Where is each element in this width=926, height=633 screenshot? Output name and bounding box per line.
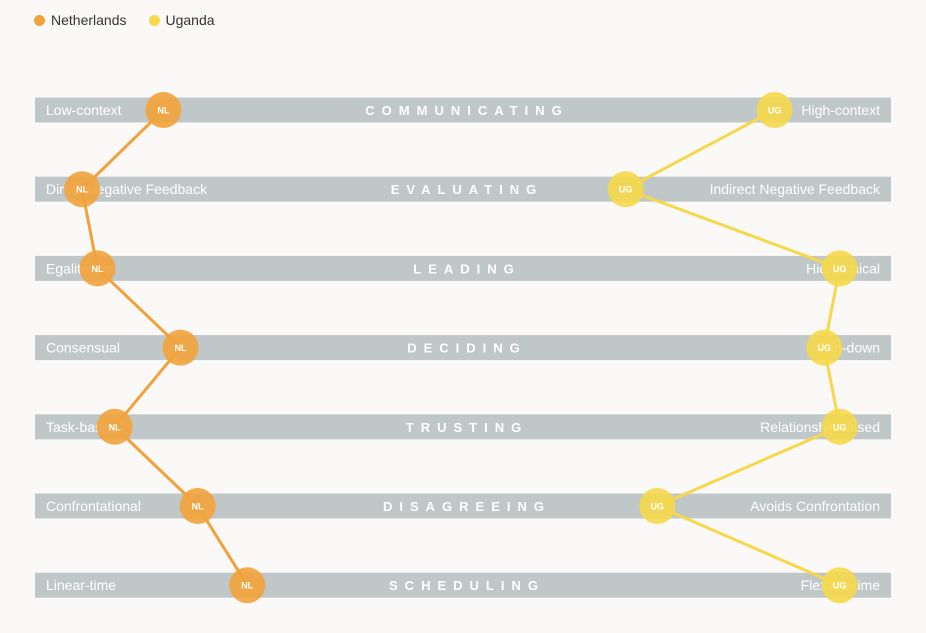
marker-label-uganda-deciding: UG xyxy=(817,343,831,353)
dimension-title-evaluating: EVALUATING xyxy=(391,182,544,197)
marker-uganda-scheduling[interactable] xyxy=(821,567,858,604)
marker-netherlands-scheduling[interactable] xyxy=(229,567,266,604)
marker-uganda-communicating[interactable] xyxy=(756,92,793,128)
legend-swatch-netherlands xyxy=(34,14,45,26)
dimension-title-disagreeing: DISAGREEING xyxy=(383,499,551,514)
marker-label-netherlands-leading: NL xyxy=(91,264,103,274)
left-pole-label-deciding: Consensual xyxy=(46,340,120,356)
scale-bar-disagreeing xyxy=(35,493,891,519)
marker-label-netherlands-disagreeing: NL xyxy=(192,502,204,512)
scale-bar-leading xyxy=(35,255,891,281)
marker-netherlands-leading[interactable] xyxy=(79,250,116,287)
marker-uganda-leading[interactable] xyxy=(821,250,858,287)
marker-label-netherlands-scheduling: NL xyxy=(241,581,253,591)
scale-bar-scheduling xyxy=(35,572,891,598)
marker-label-uganda-scheduling: UG xyxy=(833,581,847,591)
legend-item-uganda[interactable]: Uganda xyxy=(148,12,215,28)
right-pole-label-evaluating: Indirect Negative Feedback xyxy=(710,181,881,197)
dimension-title-deciding: DECIDING xyxy=(407,341,527,356)
scale-bar-trusting xyxy=(35,414,891,440)
marker-label-uganda-disagreeing: UG xyxy=(651,502,665,512)
marker-netherlands-trusting[interactable] xyxy=(96,408,133,445)
marker-uganda-deciding[interactable] xyxy=(806,329,843,366)
marker-label-uganda-evaluating: UG xyxy=(619,185,633,195)
marker-label-netherlands-communicating: NL xyxy=(157,106,169,116)
legend-label-uganda: Uganda xyxy=(165,12,215,28)
right-pole-label-disagreeing: Avoids Confrontation xyxy=(750,498,880,514)
marker-netherlands-deciding[interactable] xyxy=(162,329,199,366)
marker-label-netherlands-evaluating: NL xyxy=(76,185,88,195)
dimension-title-trusting: TRUSTING xyxy=(406,420,528,435)
right-pole-label-communicating: High-context xyxy=(801,102,880,118)
left-pole-label-communicating: Low-context xyxy=(46,102,122,118)
legend: Netherlands Uganda xyxy=(34,12,215,28)
left-pole-label-disagreeing: Confrontational xyxy=(46,498,141,514)
scale-bar-evaluating xyxy=(35,176,891,202)
marker-uganda-disagreeing[interactable] xyxy=(639,488,676,524)
marker-netherlands-evaluating[interactable] xyxy=(64,171,101,208)
marker-label-uganda-trusting: UG xyxy=(833,422,847,432)
marker-label-netherlands-trusting: NL xyxy=(109,422,121,432)
dimension-title-leading: LEADING xyxy=(413,261,521,276)
marker-uganda-evaluating[interactable] xyxy=(607,171,644,208)
marker-netherlands-communicating[interactable] xyxy=(145,92,182,128)
marker-label-uganda-leading: UG xyxy=(833,264,847,274)
left-pole-label-scheduling: Linear-time xyxy=(46,577,116,593)
right-pole-label-trusting: Relationship-based xyxy=(760,419,880,435)
legend-label-netherlands: Netherlands xyxy=(51,12,127,28)
marker-label-netherlands-deciding: NL xyxy=(175,343,187,353)
marker-label-uganda-communicating: UG xyxy=(768,106,782,116)
marker-uganda-trusting[interactable] xyxy=(821,408,858,445)
marker-netherlands-disagreeing[interactable] xyxy=(179,488,216,524)
legend-swatch-uganda xyxy=(148,14,160,26)
dimension-title-scheduling: SCHEDULING xyxy=(389,578,545,593)
legend-item-netherlands[interactable]: Netherlands xyxy=(34,12,127,28)
dimension-title-communicating: COMMUNICATING xyxy=(365,103,568,118)
